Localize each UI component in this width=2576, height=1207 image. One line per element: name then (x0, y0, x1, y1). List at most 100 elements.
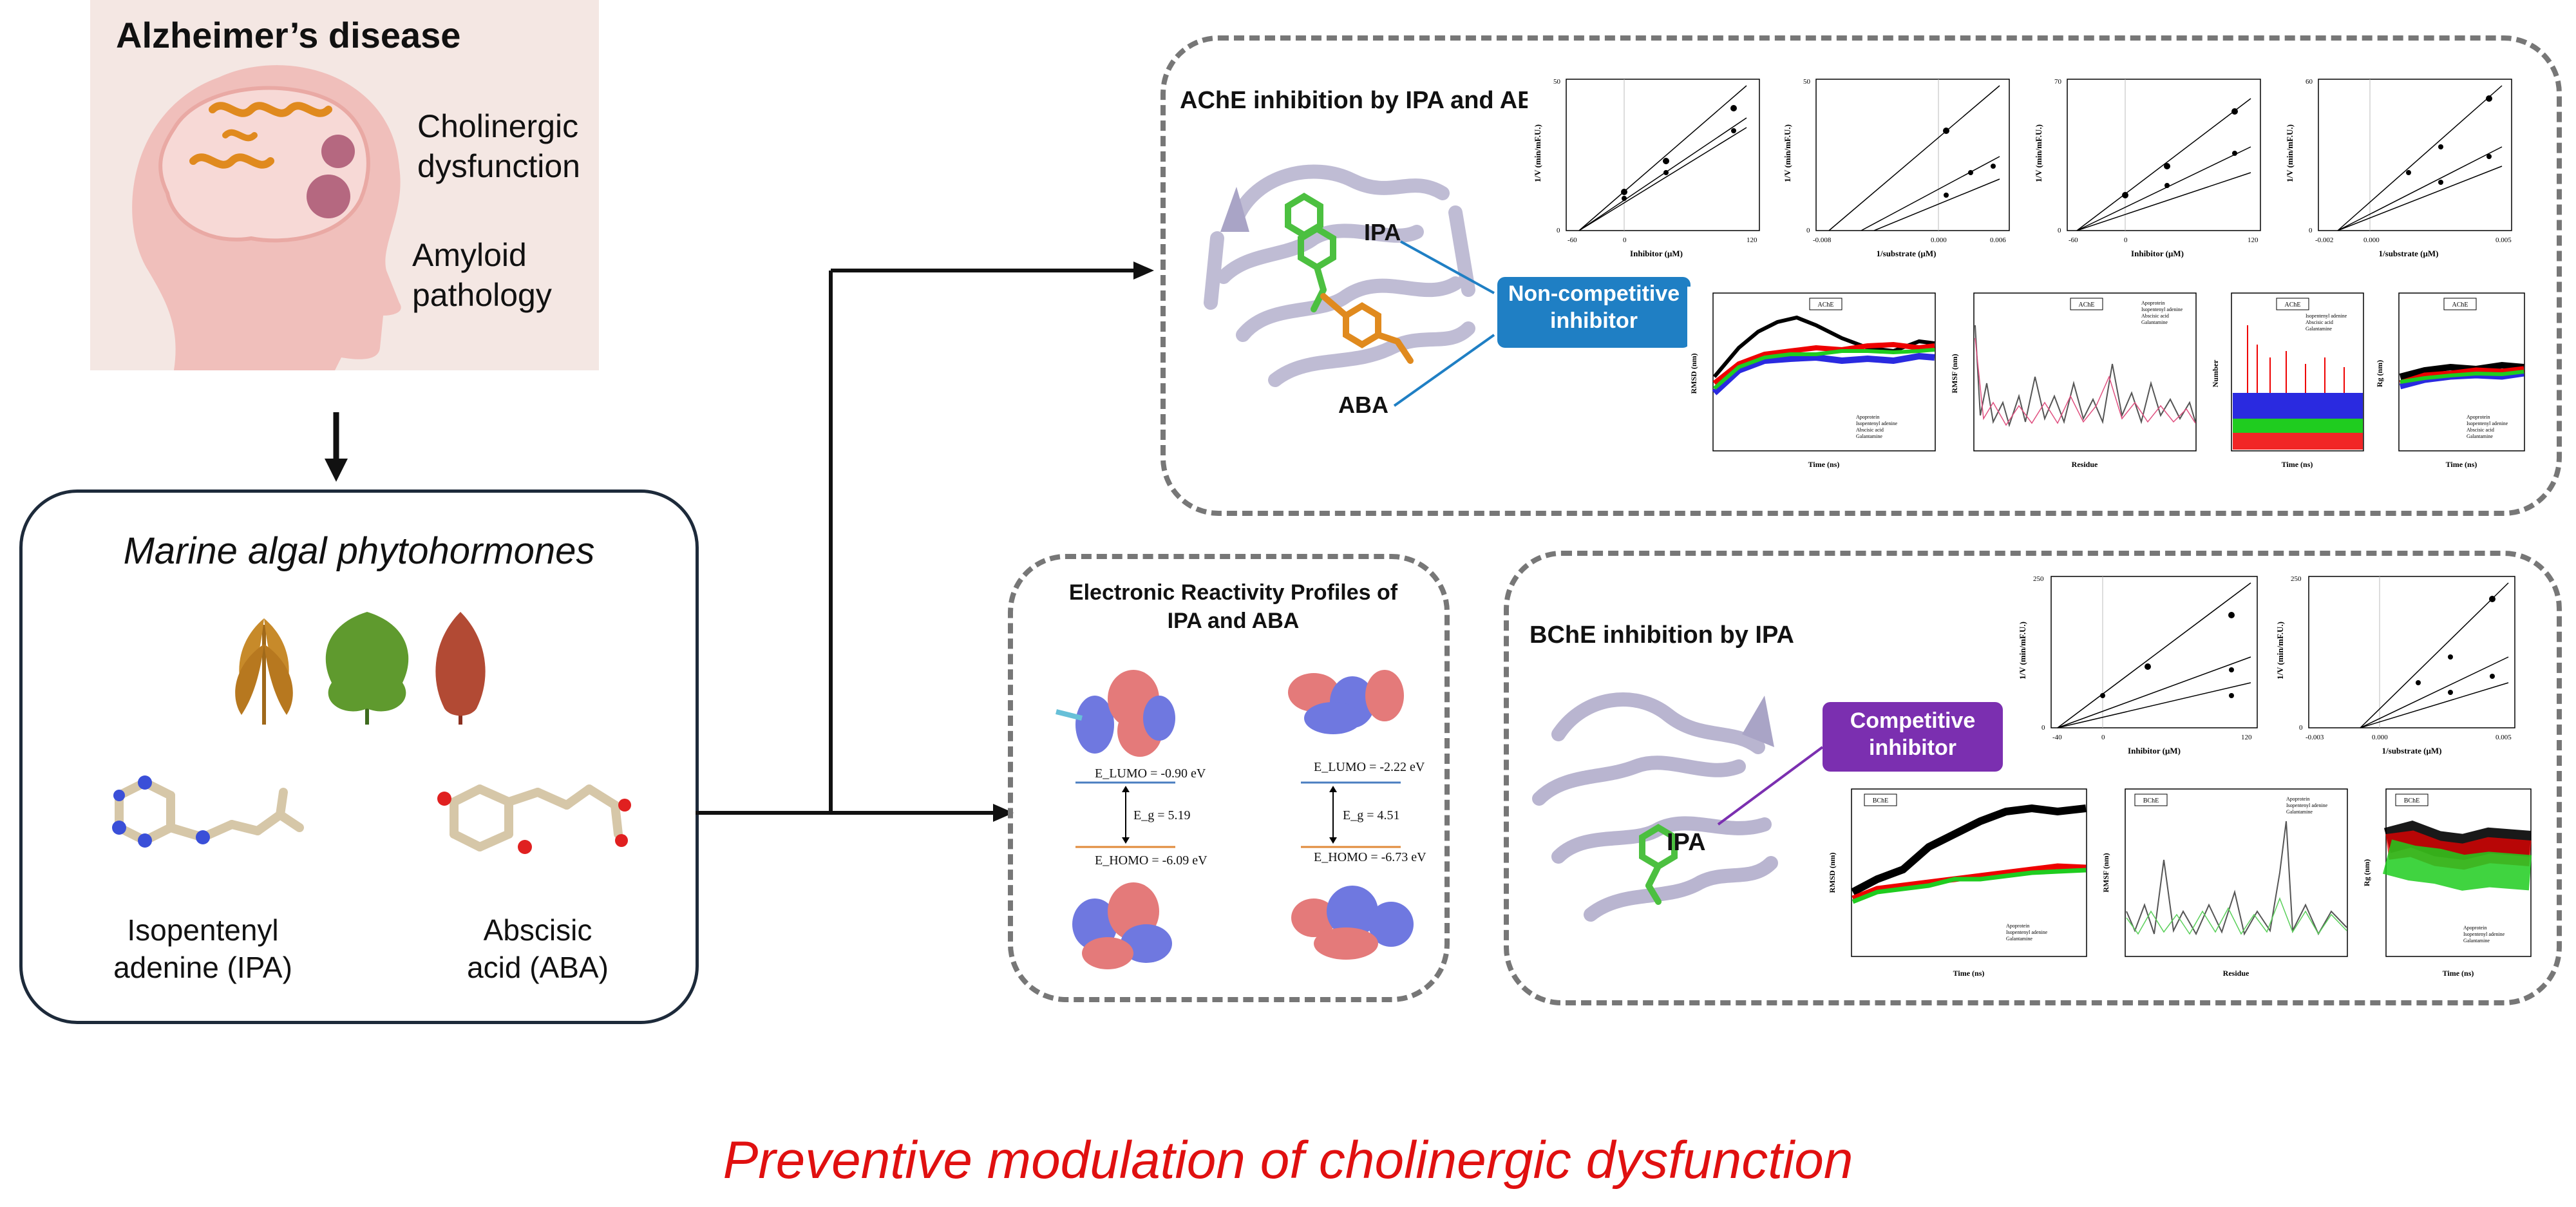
svg-text:Isopentenyl adenine: Isopentenyl adenine (2141, 307, 2183, 312)
seaweed-brown-icon (235, 618, 293, 725)
noncompetitive-inhibitor-badge: Non-competitive inhibitor (1497, 277, 1690, 348)
axis-ylabel: RMSF (nm) (1950, 354, 1959, 393)
axis-xtick: 120 (1747, 236, 1757, 244)
axis-xlabel: 1/substrate (μM) (2379, 249, 2439, 258)
axis-xtick: 0 (1623, 236, 1627, 244)
axis-xlabel: Residue (2223, 969, 2249, 978)
axis-xlabel: Time (ns) (2282, 460, 2313, 469)
marine-title: Marine algal phytohormones (123, 530, 595, 572)
axis-xtick: 0.000 (1931, 236, 1947, 244)
axis-ytick: 70 (2054, 78, 2062, 86)
axis-xlabel: Inhibitor (μM) (2128, 746, 2181, 756)
axis-ylabel: 1/V (min/mF.U.) (2018, 622, 2027, 680)
ipa-molecule-icon (112, 775, 304, 848)
svg-text:Isopentenyl adenine: Isopentenyl adenine (2467, 421, 2508, 426)
aba-lumo-orbital-icon (1288, 670, 1404, 734)
bche-rmsd-plot: BChE Time (ns) RMSD (nm) ApoproteinIsope… (1826, 783, 2096, 982)
axis-ytick: 0 (2058, 227, 2061, 234)
axis-ytick: 0 (2041, 724, 2045, 732)
axis-xtick: 120 (2241, 734, 2252, 741)
axis-xtick: -60 (2069, 236, 2078, 244)
bche-rg-plot: BChE Time (ns) Rg (nm) ApoproteinIsopent… (2360, 783, 2541, 982)
svg-text:Galantamine: Galantamine (2467, 433, 2493, 439)
axis-ylabel: 1/V (min/mF.U.) (2285, 124, 2295, 182)
axis-ylabel: RMSD (nm) (1828, 853, 1837, 893)
axis-ylabel: RMSD (nm) (1689, 354, 1698, 394)
aba-homo-orbital-icon (1291, 886, 1414, 960)
bche-title: BChE inhibition by IPA (1530, 622, 1794, 649)
svg-text:Isopentenyl adenine: Isopentenyl adenine (2006, 929, 2048, 935)
ipa-lumo-orbital-icon (1056, 670, 1175, 757)
svg-text:AChE: AChE (2079, 301, 2095, 309)
axis-ytick: 50 (1553, 78, 1561, 86)
ache-rmsf-plot: AChE Residue RMSF (nm) ApoproteinIsopent… (1948, 287, 2206, 473)
axis-ytick: 0 (2309, 227, 2313, 234)
svg-text:Apoprotein: Apoprotein (2467, 414, 2490, 420)
head-silhouette-icon (132, 65, 401, 370)
ache-pointer-lines (1393, 240, 1495, 407)
svg-text:Abscisic acid: Abscisic acid (2141, 313, 2169, 319)
ipa-lumo-energy: E_LUMO = -0.90 eV (1095, 766, 1206, 781)
axis-xtick: 0.005 (2496, 734, 2512, 741)
axis-xlabel: Time (ns) (1953, 969, 1985, 978)
svg-text:Apoprotein: Apoprotein (2006, 923, 2029, 929)
ache-ipa-label: IPA (1364, 219, 1401, 245)
bche-ipa-label: IPA (1667, 829, 1706, 856)
axis-xtick: 0.006 (1990, 236, 2006, 244)
axis-ylabel: 1/V (min/mF.U.) (2275, 622, 2285, 680)
competitive-inhibitor-badge: Competitive inhibitor (1823, 702, 2003, 772)
svg-text:Isopentenyl adenine: Isopentenyl adenine (1856, 421, 1898, 426)
axis-ytick: 250 (2291, 575, 2302, 583)
axis-ytick: 50 (1803, 78, 1811, 86)
axis-xlabel: Inhibitor (μM) (2131, 249, 2184, 258)
axis-ylabel: Rg (nm) (2375, 360, 2384, 387)
axis-xlabel: Time (ns) (1808, 460, 1840, 469)
ache-rg-plot: AChE Time (ns) Rg (nm) ApoproteinIsopent… (2373, 287, 2531, 473)
seaweed-icons (235, 612, 486, 725)
ache-rmsd-plot: AChE Time (ns) RMSD (nm) ApoproteinIsope… (1687, 287, 1945, 473)
axis-xlabel: Time (ns) (2446, 460, 2477, 469)
bche-kinetic-plot-2: 1/substrate (μM) 1/V (min/mF.U.) -0.003 … (2270, 567, 2528, 760)
axis-xtick: 0 (2124, 236, 2128, 244)
ache-title: AChE inhibition by IPA and ABA (1180, 87, 1553, 114)
svg-text:Isopentenyl adenine: Isopentenyl adenine (2306, 313, 2347, 319)
aba-label: Abscisic acid (ABA) (467, 913, 609, 984)
axis-ylabel: Number (2211, 359, 2220, 387)
aba-homo-energy: E_HOMO = -6.73 eV (1314, 850, 1426, 864)
svg-text:Apoprotein: Apoprotein (2141, 300, 2164, 306)
bche-pointer-line (1717, 746, 1824, 826)
ache-kinetic-plot-2: 1/substrate (μM) 1/V (min/mF.U.) -0.008 … (1777, 70, 2022, 263)
svg-text:Galantamine: Galantamine (1856, 433, 1882, 439)
marine-phytohormones-panel (19, 489, 699, 1024)
svg-text:AChE: AChE (2285, 301, 2301, 309)
axis-xtick: 0.005 (2496, 236, 2512, 244)
bche-kinetic-plot-1: Inhibitor (μM) 1/V (min/mF.U.) -40 0 120… (2012, 567, 2270, 760)
ipa-label: Isopentenyl adenine (IPA) (113, 913, 292, 984)
aba-lumo-energy: E_LUMO = -2.22 eV (1314, 760, 1425, 774)
axis-xtick: 0.000 (2372, 734, 2388, 741)
svg-text:AChE: AChE (2452, 301, 2468, 309)
svg-text:Abscisic acid: Abscisic acid (1856, 427, 1884, 433)
seaweed-red-icon (435, 612, 486, 725)
bche-protein-structure-icon (1532, 692, 1778, 922)
svg-text:BChE: BChE (2404, 797, 2420, 804)
ipa-gap-energy: E_g = 5.19 (1133, 808, 1191, 822)
svg-text:Abscisic acid: Abscisic acid (2306, 319, 2333, 325)
axis-xtick: -40 (2052, 734, 2062, 741)
cholinergic-label: Cholinergic dysfunction (417, 108, 580, 184)
reactivity-title: Electronic Reactivity Profiles of IPA an… (1068, 580, 1398, 633)
axis-xtick: 0 (2101, 734, 2105, 741)
svg-text:Galantamine: Galantamine (2306, 326, 2332, 332)
axis-xtick: 0.000 (2363, 236, 2380, 244)
axis-xtick: -0.008 (1813, 236, 1832, 244)
axis-ytick: 0 (2299, 724, 2303, 732)
axis-xlabel: 1/substrate (μM) (1877, 249, 1937, 258)
ache-panel (1160, 35, 2562, 516)
axis-xlabel: Time (ns) (2443, 969, 2474, 978)
flow-connector-arrows (696, 261, 1154, 822)
axis-xtick: 120 (2248, 236, 2259, 244)
ache-kinetic-plot-4: 1/substrate (μM) 1/V (min/mF.U.) -0.002 … (2280, 70, 2524, 263)
svg-text:Apoprotein: Apoprotein (1856, 414, 1879, 420)
svg-text:Galantamine: Galantamine (2286, 809, 2313, 815)
axis-ylabel: RMSF (nm) (2101, 853, 2110, 892)
